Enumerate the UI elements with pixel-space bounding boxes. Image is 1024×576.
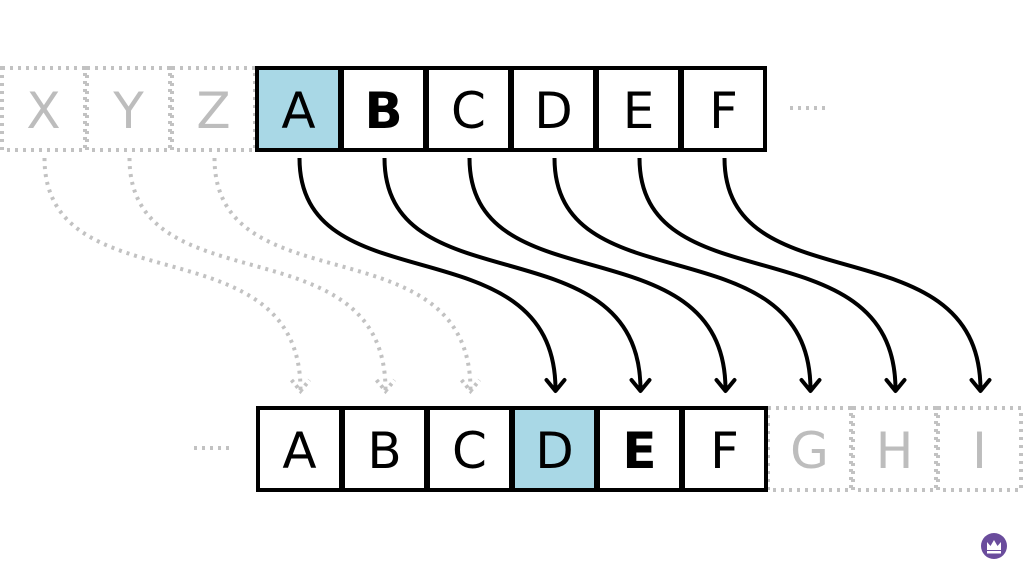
plain-letter-x: X <box>26 82 60 140</box>
plain-cell-y <box>85 66 172 152</box>
arrowhead-c <box>459 378 482 395</box>
arrow-a-to-d <box>297 157 558 391</box>
cipher-letter-b: B <box>367 422 401 480</box>
arrow-c-to-f <box>467 157 728 391</box>
plain-letter-z: Z <box>196 82 230 140</box>
plain-letter-e: E <box>623 82 655 140</box>
plain-cell-x <box>0 66 87 152</box>
arrowhead-i <box>969 378 992 393</box>
cipher-letter-i: I <box>972 422 987 480</box>
arrowhead-f <box>714 378 737 393</box>
cipher-cell-h <box>851 406 938 492</box>
cipher-letter-e: E <box>622 422 656 480</box>
arrow-e-to-h <box>637 157 898 391</box>
cipher-cell-f <box>681 406 768 492</box>
continuation-ellipses <box>194 106 830 450</box>
arrowhead-g <box>799 378 822 393</box>
plain-letter-y: Y <box>112 82 144 140</box>
arrowhead-e <box>629 378 652 393</box>
plain-letter-c: C <box>451 82 486 140</box>
arrowhead-d <box>544 378 567 393</box>
cipher-letter-f: F <box>710 422 739 480</box>
arrow-b-to-e <box>382 157 643 391</box>
plain-cell-a <box>255 66 342 152</box>
cipher-cell-e <box>596 406 683 492</box>
crown-icon <box>981 533 1007 559</box>
cipher-cell-a <box>256 406 343 492</box>
arrow-y-to-b <box>127 157 388 391</box>
cipher-letter-d: D <box>535 422 574 480</box>
arrow-f-to-i <box>722 157 983 391</box>
plain-cell-f <box>680 66 767 152</box>
plain-letter-d: D <box>534 82 573 140</box>
plain-letter-f: F <box>709 82 738 140</box>
mapping-arrows <box>42 157 992 395</box>
arrowhead-b <box>374 378 397 395</box>
arrow-d-to-g <box>552 157 813 391</box>
plain-cell-b <box>340 66 427 152</box>
plain-cell-z <box>170 66 257 152</box>
arrowhead-h <box>884 378 907 393</box>
cipher-letter-h: H <box>876 422 914 480</box>
arrowhead-a <box>289 378 312 395</box>
plain-letter-a: A <box>281 82 315 140</box>
arrow-z-to-c <box>212 157 473 391</box>
cipher-cell-d <box>511 406 598 492</box>
cipher-letter-a: A <box>282 422 316 480</box>
cipher-cell-c <box>426 406 513 492</box>
cipher-cell-i <box>936 406 1023 492</box>
cipher-letter-c: C <box>452 422 487 480</box>
arrow-x-to-a <box>42 157 303 391</box>
plain-letter-b: B <box>364 82 402 140</box>
cipher-cell-b <box>341 406 428 492</box>
cipher-letter-g: G <box>790 422 829 480</box>
